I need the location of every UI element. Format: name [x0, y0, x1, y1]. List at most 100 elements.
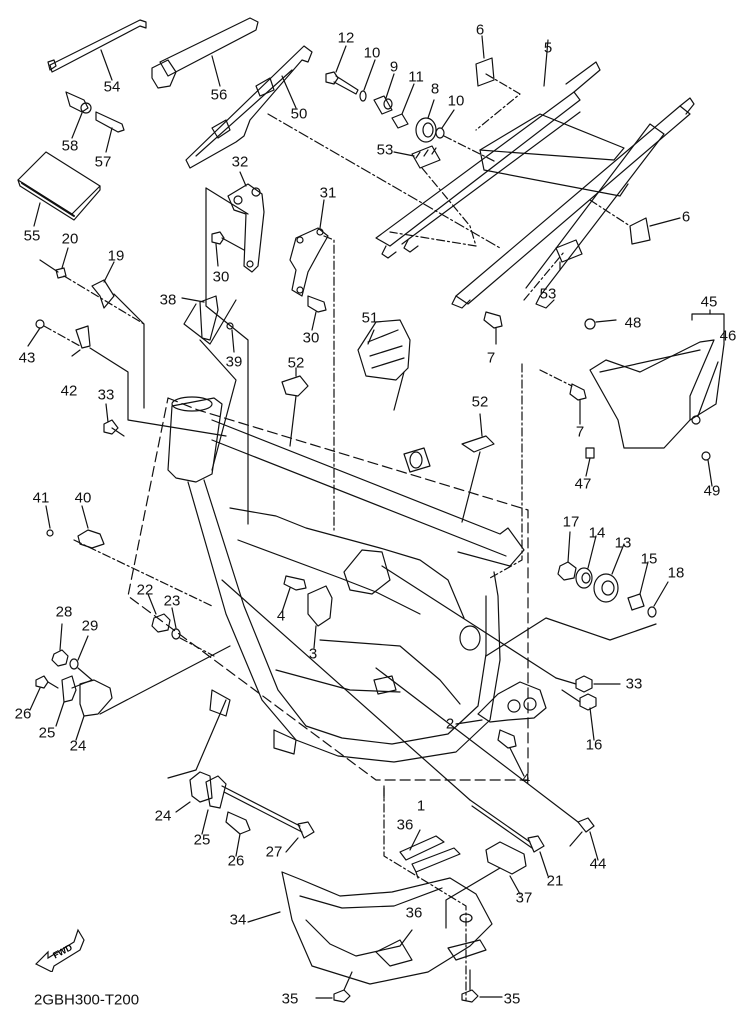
washer-23 — [172, 608, 214, 656]
callout-57: 57 — [94, 153, 112, 171]
callout-13: 13 — [614, 534, 632, 552]
callout-54: 54 — [103, 78, 121, 96]
wire-20 — [40, 248, 144, 324]
bracket-31 — [290, 200, 334, 530]
screw-41 — [46, 506, 212, 606]
callout-39: 39 — [225, 353, 243, 371]
skid-plate-34 — [248, 788, 492, 1000]
clip-19 — [92, 262, 144, 408]
callout-16: 16 — [585, 736, 603, 754]
callout-36b: 36 — [405, 904, 423, 922]
callout-8: 8 — [430, 80, 440, 98]
clamp-38 — [182, 296, 236, 344]
screw-39 — [200, 323, 236, 470]
bolt-12 — [326, 46, 358, 94]
callout-52: 52 — [287, 354, 305, 372]
bolt-4a — [282, 576, 306, 612]
forward-direction-arrow-icon: FWD — [34, 928, 86, 972]
bolt-33a — [104, 404, 124, 436]
callout-58: 58 — [61, 137, 79, 155]
callout-33: 33 — [97, 386, 115, 404]
callout-24b: 24 — [154, 807, 172, 825]
callout-7: 7 — [486, 349, 496, 367]
bolt-26a — [30, 676, 58, 710]
callout-21: 21 — [546, 872, 564, 890]
cover-51 — [358, 320, 410, 410]
callout-27: 27 — [265, 843, 283, 861]
callout-33b: 33 — [625, 675, 643, 693]
callout-30b: 30 — [302, 329, 320, 347]
callout-1: 1 — [416, 797, 426, 815]
spanner-56 — [152, 18, 258, 88]
callout-52b: 52 — [471, 393, 489, 411]
callout-5: 5 — [543, 39, 553, 57]
callout-6b: 6 — [681, 208, 691, 226]
collar-9 — [374, 74, 394, 114]
callout-51: 51 — [361, 309, 379, 327]
rear-frame-5 — [376, 40, 694, 308]
callout-10: 10 — [363, 44, 381, 62]
callout-9: 9 — [389, 58, 399, 76]
bolt-35a — [316, 972, 352, 1002]
bracket-32 — [206, 172, 264, 524]
callout-35: 35 — [281, 990, 299, 1008]
callout-26b: 26 — [227, 852, 245, 870]
pad-36b — [412, 848, 460, 878]
callout-3: 3 — [308, 645, 318, 663]
callout-29: 29 — [81, 617, 99, 635]
callout-11: 11 — [408, 68, 424, 86]
nut-17 — [558, 532, 576, 580]
screw-43 — [28, 320, 80, 346]
screw-48 — [585, 319, 616, 329]
callout-2: 2 — [445, 715, 455, 733]
callout-48: 48 — [624, 314, 642, 332]
bolt-35b — [462, 970, 502, 1002]
clamp-53b — [524, 240, 582, 300]
bolt-7a — [484, 312, 502, 344]
collar-11 — [392, 84, 414, 128]
washer-10 — [360, 91, 366, 101]
callout-7b: 7 — [575, 423, 585, 441]
drawing-code: 2GBH300-T200 — [34, 991, 140, 1009]
callout-53b: 53 — [539, 285, 557, 303]
bolt-7b — [490, 364, 586, 578]
callout-24: 24 — [69, 737, 87, 755]
callout-18: 18 — [667, 564, 685, 582]
bushing-8 — [416, 100, 436, 142]
bolt-21 — [222, 580, 548, 876]
callout-23: 23 — [163, 592, 181, 610]
callout-22: 22 — [136, 581, 154, 599]
callout-10b: 10 — [447, 92, 465, 110]
callout-40: 40 — [74, 489, 92, 507]
callout-35b: 35 — [503, 990, 521, 1008]
plate-24a — [76, 646, 230, 740]
bolt-33b — [382, 566, 620, 692]
callout-31: 31 — [319, 184, 337, 202]
callout-53: 53 — [376, 141, 394, 159]
bracket-25a — [56, 676, 76, 726]
callout-15: 15 — [640, 550, 658, 568]
plug-wrench-58 — [66, 92, 91, 138]
callout-37: 37 — [515, 889, 533, 907]
bracket-45 — [590, 310, 724, 448]
callout-41: 41 — [32, 489, 50, 507]
callout-26: 26 — [14, 705, 32, 723]
screw-49 — [702, 452, 712, 486]
clamp-40 — [78, 506, 104, 548]
label-6a — [476, 36, 520, 130]
callout-47: 47 — [574, 475, 592, 493]
label-6b — [590, 200, 680, 244]
clamp-53a — [390, 146, 476, 246]
bolt-16 — [562, 690, 596, 740]
callout-38: 38 — [159, 291, 177, 309]
callout-42: 42 — [60, 382, 78, 400]
plate-24b — [168, 700, 226, 812]
callout-4: 4 — [276, 607, 286, 625]
clamp-52b — [462, 414, 494, 522]
callout-44: 44 — [589, 855, 607, 873]
callout-19: 19 — [107, 247, 125, 265]
washer-18 — [486, 582, 668, 656]
bolt-30b — [308, 296, 326, 330]
callout-56: 56 — [210, 86, 228, 104]
